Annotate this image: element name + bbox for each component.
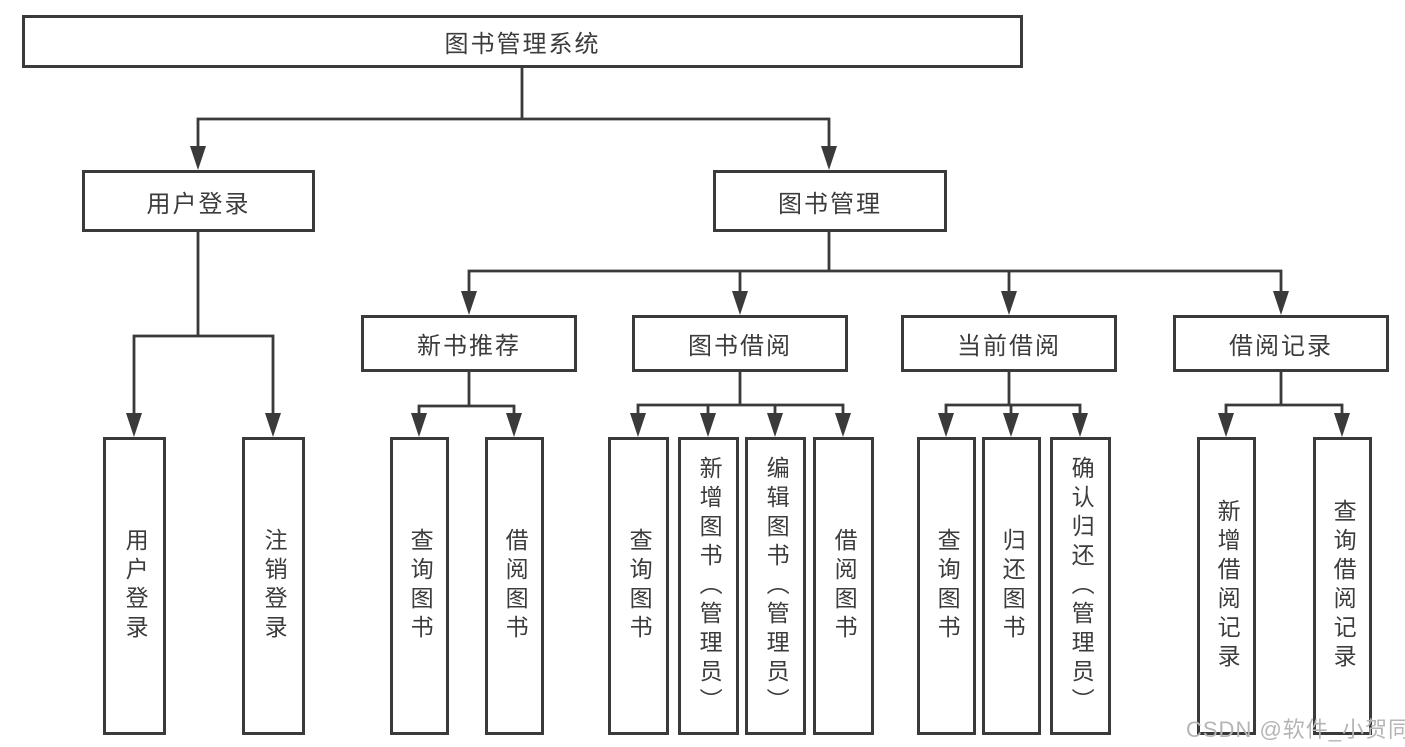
arrow-down-icon xyxy=(411,413,427,437)
node-leaf-query-books-1: 查询图书 xyxy=(390,437,449,735)
arrow-down-icon xyxy=(1334,413,1350,437)
arrow-down-icon xyxy=(835,413,851,437)
node-leaf-logout: 注销登录 xyxy=(242,437,305,735)
arrow-down-icon xyxy=(821,146,837,170)
arrow-down-icon xyxy=(938,413,954,437)
connector-borrow-records xyxy=(1218,370,1350,437)
node-label: 注销登录 xyxy=(261,528,288,644)
node-label: 图书管理系统 xyxy=(444,31,601,58)
node-label: 查询图书 xyxy=(626,528,653,644)
node-leaf-query-books-2: 查询图书 xyxy=(608,437,669,735)
node-leaf-add-borrow-record: 新增借阅记录 xyxy=(1197,437,1256,735)
node-current-borrow: 当前借阅 xyxy=(901,315,1117,372)
arrow-down-icon xyxy=(1001,291,1017,315)
node-label: 新增借阅记录 xyxy=(1214,499,1241,673)
arrow-down-icon xyxy=(1003,413,1019,437)
node-borrow-records: 借阅记录 xyxy=(1173,315,1389,372)
node-label: 归还图书 xyxy=(999,528,1026,644)
connector-user-login xyxy=(126,230,281,437)
node-label: 借阅图书 xyxy=(502,528,529,644)
arrow-down-icon xyxy=(630,413,646,437)
connector-current-borrow xyxy=(938,370,1088,437)
connector-new-book-rec xyxy=(411,370,522,437)
arrow-down-icon xyxy=(1273,291,1289,315)
node-leaf-query-books-3: 查询图书 xyxy=(917,437,976,735)
node-label: 新书推荐 xyxy=(417,333,521,360)
node-book-mgmt: 图书管理 xyxy=(713,170,947,232)
watermark-text: CSDN @软件_小贺同学 xyxy=(1186,717,1405,742)
node-label: 图书借阅 xyxy=(688,333,792,360)
connector-book-mgmt xyxy=(461,230,1289,315)
arrow-down-icon xyxy=(126,413,142,437)
arrow-down-icon xyxy=(461,291,477,315)
node-label: 用户登录 xyxy=(146,190,251,218)
node-user-login: 用户登录 xyxy=(82,170,315,232)
node-root-system: 图书管理系统 xyxy=(22,15,1023,68)
node-leaf-add-books-admin: 新增图书（管理员） xyxy=(678,437,739,735)
arrow-down-icon xyxy=(506,413,522,437)
node-new-book-rec: 新书推荐 xyxy=(361,315,577,372)
node-leaf-borrow-books-1: 借阅图书 xyxy=(485,437,544,735)
node-leaf-user-login: 用户登录 xyxy=(103,437,166,735)
arrow-down-icon xyxy=(265,413,281,437)
node-leaf-confirm-return-admin: 确认归还（管理员） xyxy=(1050,437,1111,735)
arrow-down-icon xyxy=(767,413,783,437)
arrow-down-icon xyxy=(1072,413,1088,437)
node-label: 确认归还（管理员） xyxy=(1068,455,1095,717)
node-leaf-query-borrow-record: 查询借阅记录 xyxy=(1313,437,1372,735)
node-label: 当前借阅 xyxy=(957,333,1061,360)
arrow-down-icon xyxy=(732,291,748,315)
node-label: 编辑图书（管理员） xyxy=(763,455,790,717)
node-label: 图书管理 xyxy=(778,190,882,218)
node-label: 查询图书 xyxy=(934,528,961,644)
node-label: 查询借阅记录 xyxy=(1330,499,1357,673)
node-book-borrow: 图书借阅 xyxy=(632,315,848,372)
node-leaf-return-books: 归还图书 xyxy=(982,437,1041,735)
arrow-down-icon xyxy=(1218,413,1234,437)
node-label: 借阅图书 xyxy=(831,528,858,644)
arrow-down-icon xyxy=(700,413,716,437)
connector-book-borrow xyxy=(630,370,851,437)
node-label: 查询图书 xyxy=(407,528,434,644)
node-label: 用户登录 xyxy=(122,528,149,644)
node-leaf-edit-books-admin: 编辑图书（管理员） xyxy=(745,437,806,735)
arrow-down-icon xyxy=(190,146,206,170)
node-label: 借阅记录 xyxy=(1229,333,1333,360)
node-leaf-borrow-books-2: 借阅图书 xyxy=(813,437,874,735)
connector-root xyxy=(190,66,837,170)
node-label: 新增图书（管理员） xyxy=(696,455,723,717)
